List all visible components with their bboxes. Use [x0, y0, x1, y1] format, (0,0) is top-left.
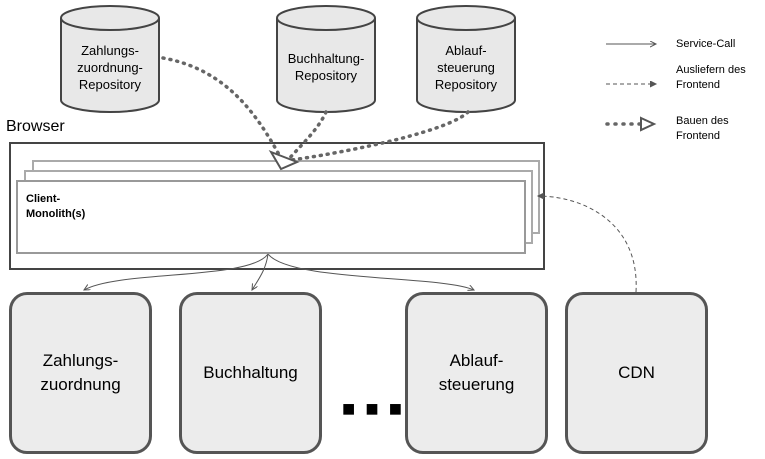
database-icon	[60, 5, 160, 113]
repo-label-line: Zahlungs-	[81, 43, 139, 58]
repo-ablaufsteuerung: Ablauf- steuerung Repository	[416, 4, 516, 114]
legend-service-call: Service-Call	[676, 37, 735, 52]
service-label-line: Buchhaltung	[203, 363, 298, 382]
legend-build: Bauen des Frontend	[676, 114, 729, 144]
service-zahlungszuordnung: Zahlungs- zuordnung	[9, 292, 152, 454]
repo-zahlungszuordnung: Zahlungs- zuordnung- Repository	[60, 4, 160, 114]
client-monolith-label-line: Client-	[26, 193, 61, 205]
service-label-line: steuerung	[438, 375, 515, 394]
database-icon	[276, 5, 376, 113]
service-label-line: CDN	[618, 363, 655, 382]
client-monolith-label-line: Monolith(s)	[26, 208, 86, 220]
repo-label-line: Repository	[294, 68, 358, 83]
legend-build-arrowhead-icon	[640, 116, 657, 132]
service-label-line: Ablauf-	[449, 351, 504, 370]
service-label-line: zuordnung	[40, 375, 121, 394]
repo-label-line: Ablauf-	[445, 43, 487, 58]
repo-label-line: Repository	[434, 77, 498, 92]
legend-label-line: Bauen des	[676, 115, 729, 127]
repo-label-line: zuordnung-	[77, 60, 143, 75]
legend-deliver: Ausliefern des Frontend	[676, 63, 746, 93]
client-monolith: Client- Monolith(s)	[16, 180, 526, 254]
repo-label-line: Buchhaltung-	[287, 51, 365, 66]
service-buchhaltung: Buchhaltung	[179, 292, 322, 454]
repo-label-line: steuerung	[437, 60, 495, 75]
legend-label-line: Ausliefern des	[676, 64, 746, 76]
service-ablaufsteuerung: Ablauf- steuerung	[405, 292, 548, 454]
browser-label: Browser	[6, 118, 65, 135]
legend-label-line: Service-Call	[676, 38, 736, 50]
deliver-connector-cdn	[538, 196, 637, 293]
service-cdn: CDN	[565, 292, 708, 454]
repo-buchhaltung: Buchhaltung- Repository	[276, 4, 376, 114]
service-label-line: Zahlungs-	[42, 351, 119, 370]
more-services-ellipsis: ■ ■ ■	[342, 396, 405, 421]
repo-label-line: Repository	[78, 77, 142, 92]
legend-label-line: Frontend	[676, 79, 721, 91]
legend-label-line: Frontend	[676, 130, 721, 142]
